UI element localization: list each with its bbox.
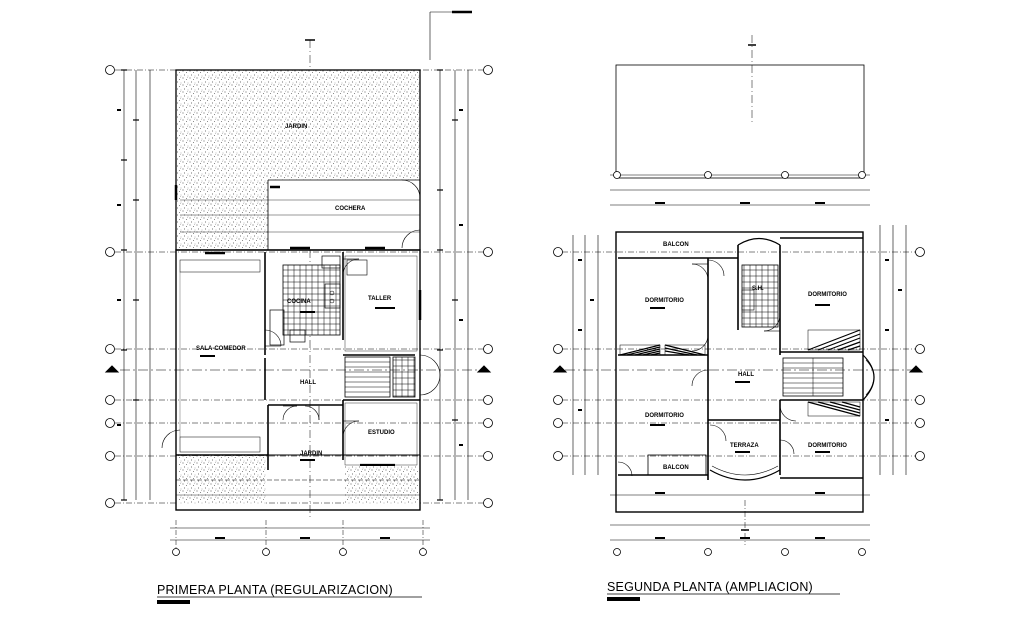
plan2-room-labels: BALCON DORMITORIO S.H. DORMITORIO HALL D… (645, 242, 847, 471)
room-label-dormitorio-4: DORMITORIO (808, 443, 847, 449)
plan1-room-labels: JARDIN COCHERA COCINA TALLER SALA-COMEDO… (196, 124, 395, 457)
room-label-terraza: TERRAZA (730, 443, 759, 449)
room-label-balcon-bottom: BALCON (663, 465, 689, 471)
cocina-tiles (282, 264, 341, 336)
room-label-dormitorio-2: DORMITORIO (808, 292, 847, 298)
room-label-balcon-top: BALCON (663, 242, 689, 248)
room-label-hall-2: HALL (738, 372, 754, 378)
room-label-dormitorio-1: DORMITORIO (645, 298, 684, 304)
plan2-title: SEGUNDA PLANTA (AMPLIACION) (607, 580, 813, 594)
room-label-jardin-back: JARDIN (300, 451, 322, 457)
room-label-dormitorio-3: DORMITORIO (645, 413, 684, 419)
room-label-estudio: ESTUDIO (368, 430, 395, 436)
plan-primera-planta (104, 10, 493, 556)
room-label-taller: TALLER (368, 296, 392, 302)
plan-segunda-planta (552, 35, 925, 556)
room-label-sala-comedor: SALA-COMEDOR (196, 346, 246, 352)
room-label-hall: HALL (300, 380, 316, 386)
room-label-jardin: JARDIN (285, 124, 307, 130)
room-label-sh: S.H. (752, 286, 764, 292)
plan1-scale-bar (157, 600, 190, 604)
plan1-title: PRIMERA PLANTA (REGULARIZACION) (157, 583, 393, 597)
plan2-scale-bar (607, 597, 640, 601)
room-label-cochera: COCHERA (335, 206, 366, 212)
room-label-cocina: COCINA (287, 299, 311, 305)
